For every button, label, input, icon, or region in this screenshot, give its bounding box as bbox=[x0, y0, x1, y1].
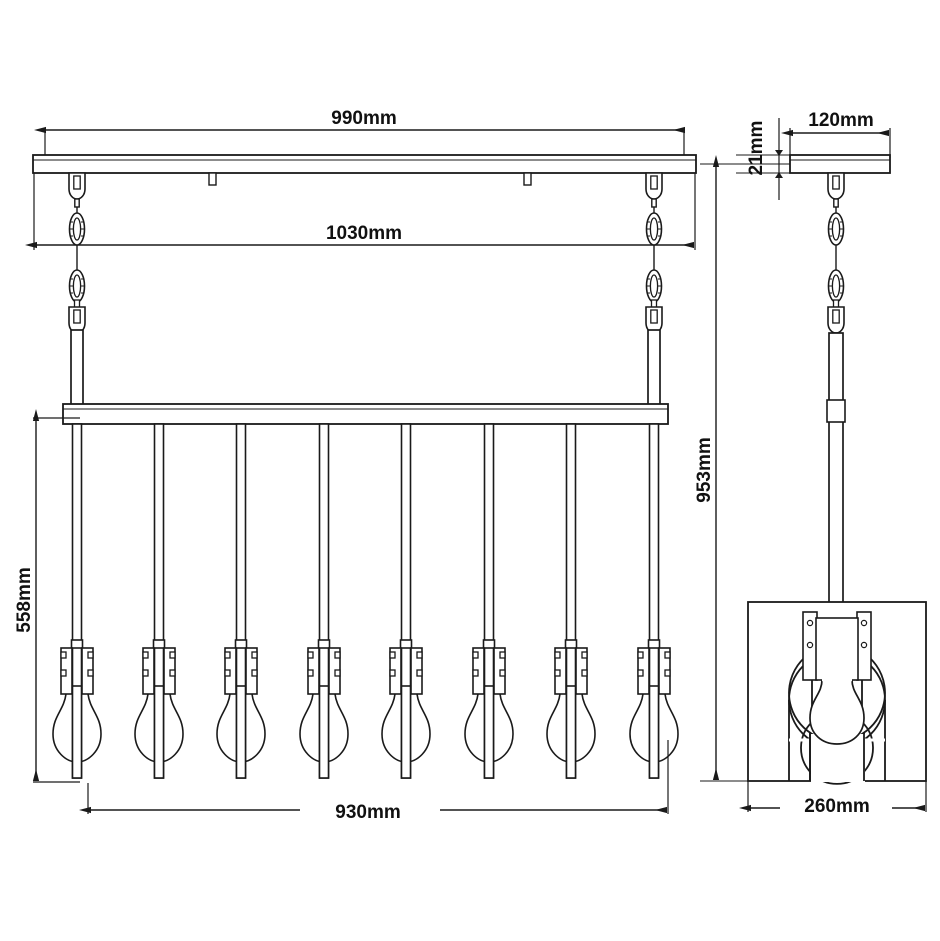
socket-holder bbox=[815, 617, 859, 681]
screw-dot bbox=[806, 641, 814, 649]
dimension-canopy-width: 990mm bbox=[34, 108, 685, 158]
rod-joint-sleeve bbox=[826, 399, 846, 423]
pendant-rod bbox=[216, 423, 266, 779]
dimension-chain-span: 1030mm bbox=[25, 173, 696, 250]
pendant-rod bbox=[546, 423, 596, 779]
dimension-label-953: 953mm bbox=[694, 437, 715, 503]
suspension-chain-right bbox=[645, 172, 663, 409]
dimension-label-558: 558mm bbox=[14, 567, 35, 633]
dimension-label-1030: 1030mm bbox=[326, 223, 402, 244]
pendant-rod bbox=[134, 423, 184, 779]
dimension-fixture-width: 930mm bbox=[79, 740, 669, 823]
ceiling-canopy-side bbox=[789, 154, 891, 174]
dimension-drop-height: 558mm bbox=[14, 409, 80, 783]
suspension-chain-left bbox=[68, 172, 86, 409]
upper-drop-rod bbox=[70, 329, 84, 409]
dimension-total-height: 953mm bbox=[694, 155, 790, 782]
square-shade-outline bbox=[747, 601, 927, 785]
pendant-group bbox=[52, 423, 679, 779]
screw-dot bbox=[860, 641, 868, 649]
canopy-mount-tab bbox=[208, 172, 217, 186]
dimension-label-120: 120mm bbox=[808, 110, 874, 131]
pendant-rod bbox=[381, 423, 431, 779]
horizontal-beam bbox=[62, 403, 669, 425]
pendant-rod bbox=[464, 423, 514, 779]
canopy-mount-tab bbox=[523, 172, 532, 186]
pendant-rod bbox=[299, 423, 349, 779]
dimension-label-990: 990mm bbox=[331, 108, 397, 129]
dimension-label-21: 21mm bbox=[746, 121, 767, 176]
pendant-rod bbox=[52, 423, 102, 779]
upper-drop-rod bbox=[647, 329, 661, 409]
screw-dot bbox=[806, 619, 814, 627]
bulb-side bbox=[809, 679, 865, 745]
side-elevation-view: 21mm 120mm bbox=[694, 110, 927, 817]
front-elevation-view: 990mm 1030mm bbox=[14, 108, 697, 823]
dimension-label-260: 260mm bbox=[804, 796, 870, 817]
drop-rod-side bbox=[826, 332, 846, 604]
pendant-rod bbox=[629, 423, 679, 779]
ceiling-canopy bbox=[32, 154, 697, 186]
dimension-canopy-depth: 120mm bbox=[781, 110, 891, 158]
suspension-chain-side bbox=[827, 172, 845, 342]
dimension-label-930: 930mm bbox=[335, 802, 401, 823]
dimension-shade-width: 260mm bbox=[739, 781, 927, 817]
dimension-canopy-thickness: 21mm bbox=[736, 118, 800, 200]
screw-dot bbox=[860, 619, 868, 627]
